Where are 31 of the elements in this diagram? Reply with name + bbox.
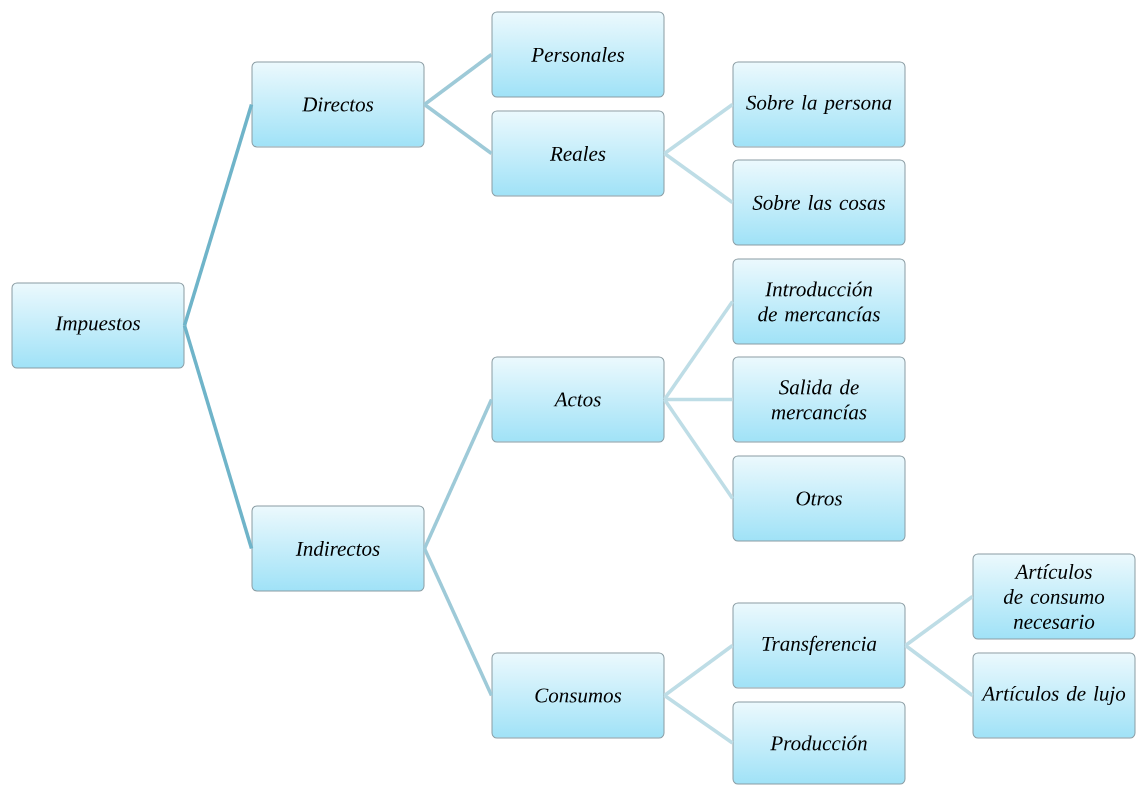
- category-box: Consumos: [491, 652, 665, 739]
- category-box: Personales: [491, 11, 665, 98]
- category-box: Actos: [491, 356, 665, 443]
- connector-line: [663, 152, 734, 204]
- category-box: Salida de mercancías: [732, 356, 906, 443]
- category-box: Reales: [491, 110, 665, 197]
- category-box: Artículos de consumo necesario: [972, 553, 1136, 640]
- category-box: Indirectos: [251, 505, 425, 592]
- category-box: Sobre las cosas: [732, 159, 906, 246]
- connector-line: [904, 644, 974, 697]
- connector-line: [423, 103, 493, 155]
- connector-line: [182, 325, 254, 549]
- connector-line: [182, 104, 254, 326]
- category-box: Directos: [251, 61, 425, 148]
- connector-line: [423, 53, 493, 106]
- connector-line: [422, 547, 494, 697]
- category-box: Sobre la persona: [732, 61, 906, 148]
- category-box: Otros: [732, 455, 906, 542]
- connector-line: [663, 694, 734, 745]
- connector-line: [663, 103, 734, 155]
- category-box: Artículos de lujo: [972, 652, 1136, 739]
- category-box: Introducción de mercancías: [732, 258, 906, 345]
- connector-line: [663, 398, 734, 500]
- category-box: Impuestos: [11, 282, 185, 369]
- connector-line: [422, 398, 494, 550]
- connector-line: [904, 595, 974, 647]
- category-box: Transferencia: [732, 602, 906, 689]
- connector-line: [664, 397, 733, 402]
- category-box: Producción: [732, 701, 906, 785]
- connector-line: [663, 644, 734, 697]
- connector-line: [663, 300, 734, 401]
